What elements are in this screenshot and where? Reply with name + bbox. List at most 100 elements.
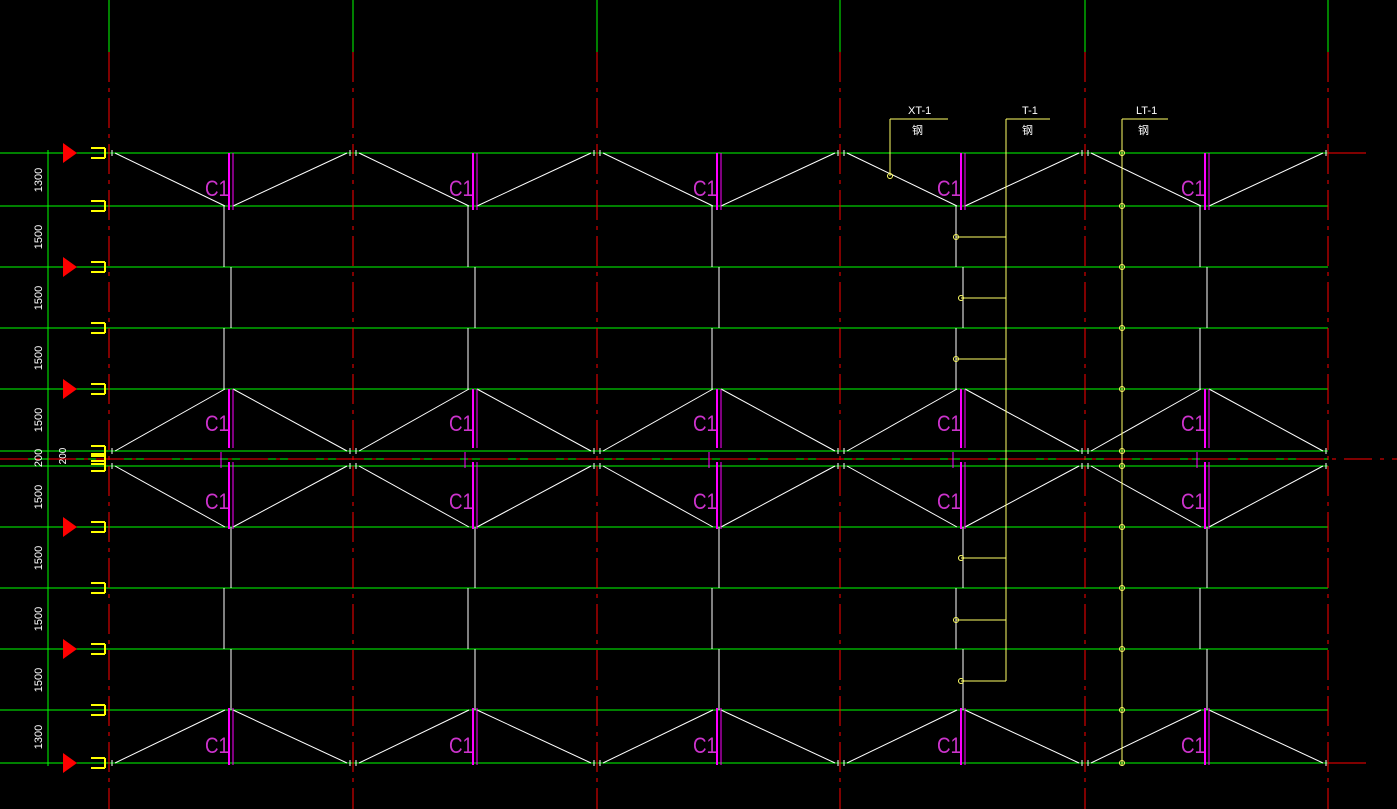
bracing-member xyxy=(964,152,1080,207)
bracing-member xyxy=(232,709,348,764)
bracing-member xyxy=(1090,152,1202,207)
bracing-member xyxy=(358,465,470,528)
purlin-bracket-icon xyxy=(91,383,106,395)
purlin-bracket-icon xyxy=(91,200,106,212)
callout-material: 钢 xyxy=(1022,124,1033,137)
purlin-bracket-icon xyxy=(91,757,106,769)
bracing-member xyxy=(846,388,958,452)
bracing-member xyxy=(720,465,836,528)
dimension-label: 200 xyxy=(58,447,69,464)
callout-node xyxy=(953,356,959,362)
dimension-label: 1500 xyxy=(33,546,45,570)
column-label: C1 xyxy=(937,411,961,436)
column-label: C1 xyxy=(937,176,961,201)
purlin-bracket-icon xyxy=(91,582,106,594)
bracing-member xyxy=(602,388,714,452)
column-label: C1 xyxy=(205,489,229,514)
bracing-member xyxy=(1090,465,1202,528)
bracing-member xyxy=(1208,465,1324,528)
red-triangle-icon xyxy=(63,143,77,163)
bracing-member xyxy=(846,465,958,528)
callout-node xyxy=(1119,463,1125,469)
bracing-member xyxy=(114,388,226,452)
dimension-label: 1500 xyxy=(33,408,45,432)
red-triangle-icon xyxy=(63,639,77,659)
callout-node xyxy=(1119,448,1125,454)
bracing-member xyxy=(358,152,470,207)
column-label: C1 xyxy=(1181,176,1205,201)
callout-node xyxy=(1119,760,1125,766)
bracing-member xyxy=(1090,388,1202,452)
bracing-member xyxy=(358,709,470,764)
bracing-member xyxy=(846,152,958,207)
callout-node xyxy=(958,295,964,301)
bracing-member xyxy=(964,465,1080,528)
dimension-label: 1500 xyxy=(33,485,45,509)
callout-node xyxy=(1119,203,1125,209)
column-label: C1 xyxy=(1181,733,1205,758)
dimension-label: 1500 xyxy=(33,286,45,310)
column-label: C1 xyxy=(205,176,229,201)
purlin-bracket-icon xyxy=(91,322,106,334)
dimension-label: 1500 xyxy=(33,346,45,370)
column-label: C1 xyxy=(693,411,717,436)
bracing-member xyxy=(602,709,714,764)
bracing-member xyxy=(358,388,470,452)
red-triangle-icon xyxy=(63,753,77,773)
column-label: C1 xyxy=(449,733,473,758)
column-label: C1 xyxy=(449,489,473,514)
dimension-label: 1500 xyxy=(33,607,45,631)
callout-node xyxy=(1119,585,1125,591)
purlin-bracket-icon xyxy=(91,521,106,533)
purlin-bracket-icon xyxy=(91,460,106,472)
column-label: C1 xyxy=(693,176,717,201)
column-label: C1 xyxy=(205,733,229,758)
bracing-member xyxy=(1208,709,1324,764)
dimension-label: 1500 xyxy=(33,668,45,692)
column-label: C1 xyxy=(937,489,961,514)
callout-node xyxy=(958,678,964,684)
bracing-member xyxy=(964,709,1080,764)
bracing-member xyxy=(602,465,714,528)
callout-code: LT-1 xyxy=(1136,105,1157,117)
column-label: C1 xyxy=(449,411,473,436)
column-label: C1 xyxy=(1181,411,1205,436)
dimension-label: 1300 xyxy=(33,168,45,192)
column-label: C1 xyxy=(205,411,229,436)
column-label: C1 xyxy=(937,733,961,758)
column-label: C1 xyxy=(449,176,473,201)
callout-node xyxy=(1119,150,1125,156)
callout-node xyxy=(1119,707,1125,713)
callout-code: T-1 xyxy=(1022,105,1038,117)
purlin-bracket-icon xyxy=(91,704,106,716)
callout-node xyxy=(953,617,959,623)
bracing-member xyxy=(1208,152,1324,207)
callout-material: 钢 xyxy=(1138,124,1149,137)
bracing-member xyxy=(720,152,836,207)
callout-node xyxy=(887,173,893,179)
bracing-member xyxy=(720,388,836,452)
red-triangle-icon xyxy=(63,257,77,277)
column-label: C1 xyxy=(693,733,717,758)
callout-node xyxy=(1119,325,1125,331)
callout-node xyxy=(958,555,964,561)
callout-node xyxy=(1119,386,1125,392)
callout-material: 钢 xyxy=(912,124,923,137)
callout-node xyxy=(953,234,959,240)
bracing-member xyxy=(1208,388,1324,452)
bracing-member xyxy=(964,388,1080,452)
bracing-member xyxy=(476,152,592,207)
red-triangle-icon xyxy=(63,517,77,537)
bracing-member xyxy=(114,465,226,528)
dimension-label: 1300 xyxy=(33,725,45,749)
red-triangle-icon xyxy=(63,379,77,399)
bracing-member xyxy=(114,709,226,764)
bracing-member xyxy=(476,388,592,452)
bracing-member xyxy=(232,388,348,452)
callout-code: XT-1 xyxy=(908,105,931,117)
callout-node xyxy=(1119,264,1125,270)
column-label: C1 xyxy=(693,489,717,514)
bracing-member xyxy=(476,465,592,528)
